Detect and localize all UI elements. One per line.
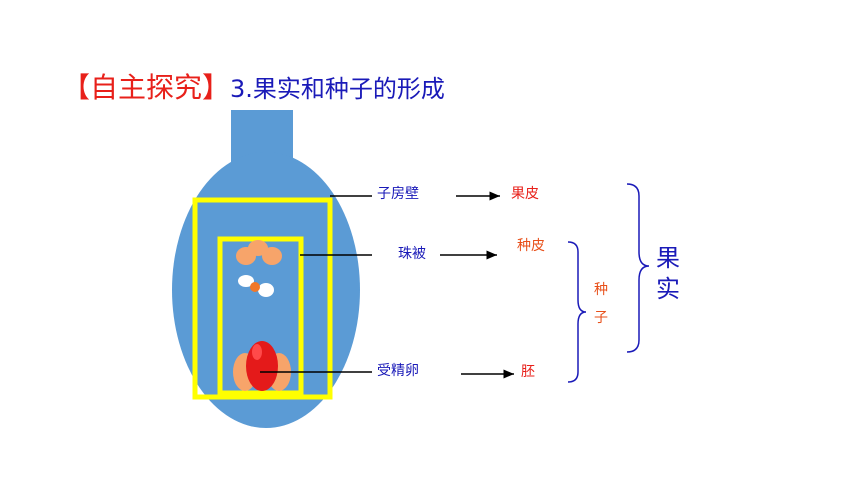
egg-highlight [252, 344, 262, 360]
label-embryo: 胚 [521, 364, 535, 380]
label-fruit-char2: 实 [656, 275, 680, 303]
label-pericarp: 果皮 [511, 186, 539, 202]
label-seed-coat: 种皮 [517, 238, 545, 254]
title-subtitle: 3.果实和种子的形成 [230, 75, 445, 103]
label-seed-char1: 种 [594, 282, 608, 298]
ovule-cell [236, 247, 256, 265]
central-cell [238, 275, 254, 287]
label-ovary-wall: 子房壁 [377, 186, 419, 202]
label-seed-char2: 子 [594, 310, 608, 326]
ovule-frame [217, 236, 304, 396]
fruit-brace [626, 183, 650, 353]
ovary-wall-frame [192, 197, 333, 400]
seed-brace [567, 241, 587, 383]
fertilized-egg-cell [246, 341, 278, 391]
central-cell [258, 283, 274, 297]
label-integument: 珠被 [398, 246, 426, 262]
label-fruit-char1: 果 [656, 244, 680, 272]
title-bracket-text: 【自主探究】 [62, 71, 231, 104]
ovule-cell [262, 247, 282, 265]
label-fertilized-egg: 受精卵 [377, 363, 419, 379]
page-title: 【自主探究】3.果实和种子的形成 [62, 66, 445, 106]
central-nucleus [250, 282, 260, 292]
